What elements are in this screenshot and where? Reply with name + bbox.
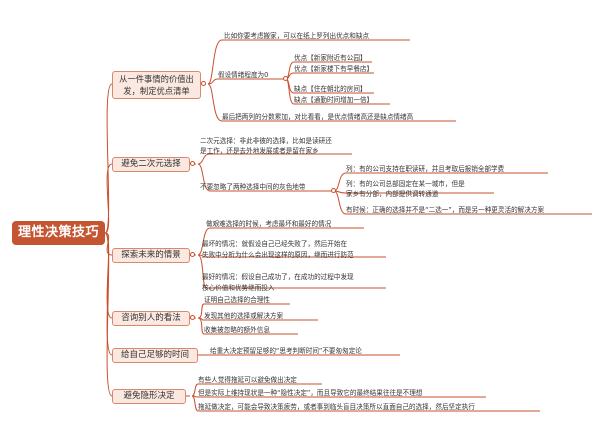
branch-explore-future[interactable]: 探索未来的情景 (112, 248, 190, 263)
leaf-collapse-dot[interactable] (283, 76, 288, 81)
connector-root-b2 (104, 163, 113, 234)
leaf-other-options[interactable]: 发现其他的选择或解决方案 (204, 312, 284, 320)
leaf-binary-definition[interactable]: 二次元选择：非此非彼的选择，比如是读研还 是工作，还是去外地发展或者是留在家乡 (200, 136, 332, 156)
branch-give-time[interactable]: 给自己足够的时间 (112, 348, 198, 363)
branch-value-list[interactable]: 从一件事情的价值出 发，制定优点清单 (112, 71, 201, 99)
leaf-con-commute[interactable]: 缺点【通勤时间增加一倍】 (294, 96, 374, 104)
leaf-justify-choice[interactable]: 证明自己选择的合理性 (204, 296, 270, 304)
leaf-flexible-solution[interactable]: 有时候：正确的选择并不是“二选一”，而是另一种更灵活的解决方案 (346, 206, 545, 214)
branch-consult-others[interactable]: 咨询别人的看法 (112, 311, 190, 326)
branch-collapse-dot-4[interactable] (190, 315, 195, 320)
leaf-best-case-line2: 核心价值和优势继而投入 (202, 284, 275, 292)
leaf-example-branch-office[interactable]: 列：有的公司总部固定在某一城市，但是 家乡有分部，内部提供调转通道 (346, 179, 465, 199)
connector-root-b1 (104, 83, 113, 234)
leaf-pro-park[interactable]: 优点【新家附近有公园】 (294, 54, 367, 62)
leaf-decision-fatigue[interactable]: 拖延做决定，可能会导致决策疲劳，或者事到临头盲目决策所以直面自己的选择，然后坚定… (198, 403, 475, 411)
leaf-worst-best[interactable]: 做艰难选择的时候，考虑最坏和最好的情况 (206, 220, 332, 228)
leaf-pro-breakfast[interactable]: 优点【新家楼下有早餐店】 (294, 65, 374, 73)
leaf-worst-case-line2: 失败中分析为什么会出现这样的原因，继而进行防范 (202, 251, 354, 259)
leaf-example-branch-office-line1: 列：有的公司总部固定在某一城市，但是 (346, 180, 465, 188)
branch-value-list-line2: 发，制定优点清单 (123, 86, 190, 96)
leaf-best-case-line1: 最好的情况：假设自己成功了，在成功的过程中发现 (202, 273, 354, 281)
connector-root-b6 (104, 232, 113, 397)
branch-explore-future-label: 探索未来的情景 (121, 250, 181, 260)
leaf-best-case[interactable]: 最好的情况：假设自己成功了，在成功的过程中发现 核心价值和优势继而投入 (202, 272, 354, 294)
leaf-worst-case[interactable]: 最坏的情况：就假设自己已经失败了，然后开始在 失败中分析为什么会出现这样的原因，… (202, 239, 354, 261)
branch-collapse-dot-1[interactable] (201, 81, 206, 86)
leaf-con-north-room[interactable]: 缺点【住在朝北的房间】 (294, 85, 367, 93)
leaf-reserve-time[interactable]: 给重大决定预留足够的“思考判断时间”不要匆匆定论 (210, 347, 362, 355)
branch-avoid-binary[interactable]: 避免二次元选择 (112, 157, 190, 172)
branch-avoid-hidden-decision-label: 避免隐形决定 (123, 391, 175, 401)
leaf-example-branch-office-line2: 家乡有分部，内部提供调转通道 (346, 190, 439, 198)
branch-value-list-line1: 从一件事情的价值出 (119, 74, 194, 84)
leaf-emotion-assumption[interactable]: 假设情绪程度为0 (218, 71, 269, 79)
leaf-extra-info[interactable]: 收集被忽略的额外信息 (204, 326, 270, 334)
leaf-hidden-decision[interactable]: 但是实际上维持现状是一种“隐性决定”，而且导致它的最终结果往往是不理想 (198, 389, 423, 397)
leaf-binary-definition-line1: 二次元选择：非此非彼的选择，比如是读研还 (200, 137, 332, 145)
leaf-procrastination[interactable]: 有些人觉得拖延可以避免做出决定 (198, 376, 297, 384)
leaf-sum-scores[interactable]: 最后把两列的分数累加，对比看看，是优点情绪高还是缺点情绪高 (222, 113, 414, 121)
root-topic[interactable]: 理性决策技巧 (12, 221, 105, 245)
leaf-example-study[interactable]: 列：有的公司支持在职读研，并且考取后报销全部学费 (346, 165, 505, 173)
branch-consult-others-label: 咨询别人的看法 (121, 313, 181, 323)
leaf-gray-area[interactable]: 不要忽略了两种选择中间的灰色地带 (200, 183, 306, 191)
branch-give-time-label: 给自己足够的时间 (120, 350, 189, 360)
branch-avoid-hidden-decision[interactable]: 避免隐形决定 (112, 389, 186, 404)
branch-avoid-binary-label: 避免二次元选择 (121, 159, 181, 169)
leaf-worst-case-line1: 最坏的情况：就假设自己已经失败了，然后开始在 (202, 240, 348, 248)
leaf-gray-collapse-dot[interactable] (331, 188, 336, 193)
leaf-binary-definition-line2: 是工作，还是去外地发展或者是留在家乡 (200, 147, 319, 155)
branch-collapse-dot-2[interactable] (190, 161, 195, 166)
leaf-move-example[interactable]: 比如你要考虑搬家，可以在纸上罗列出优点和缺点 (224, 32, 370, 40)
branch-collapse-dot-3[interactable] (190, 252, 195, 257)
